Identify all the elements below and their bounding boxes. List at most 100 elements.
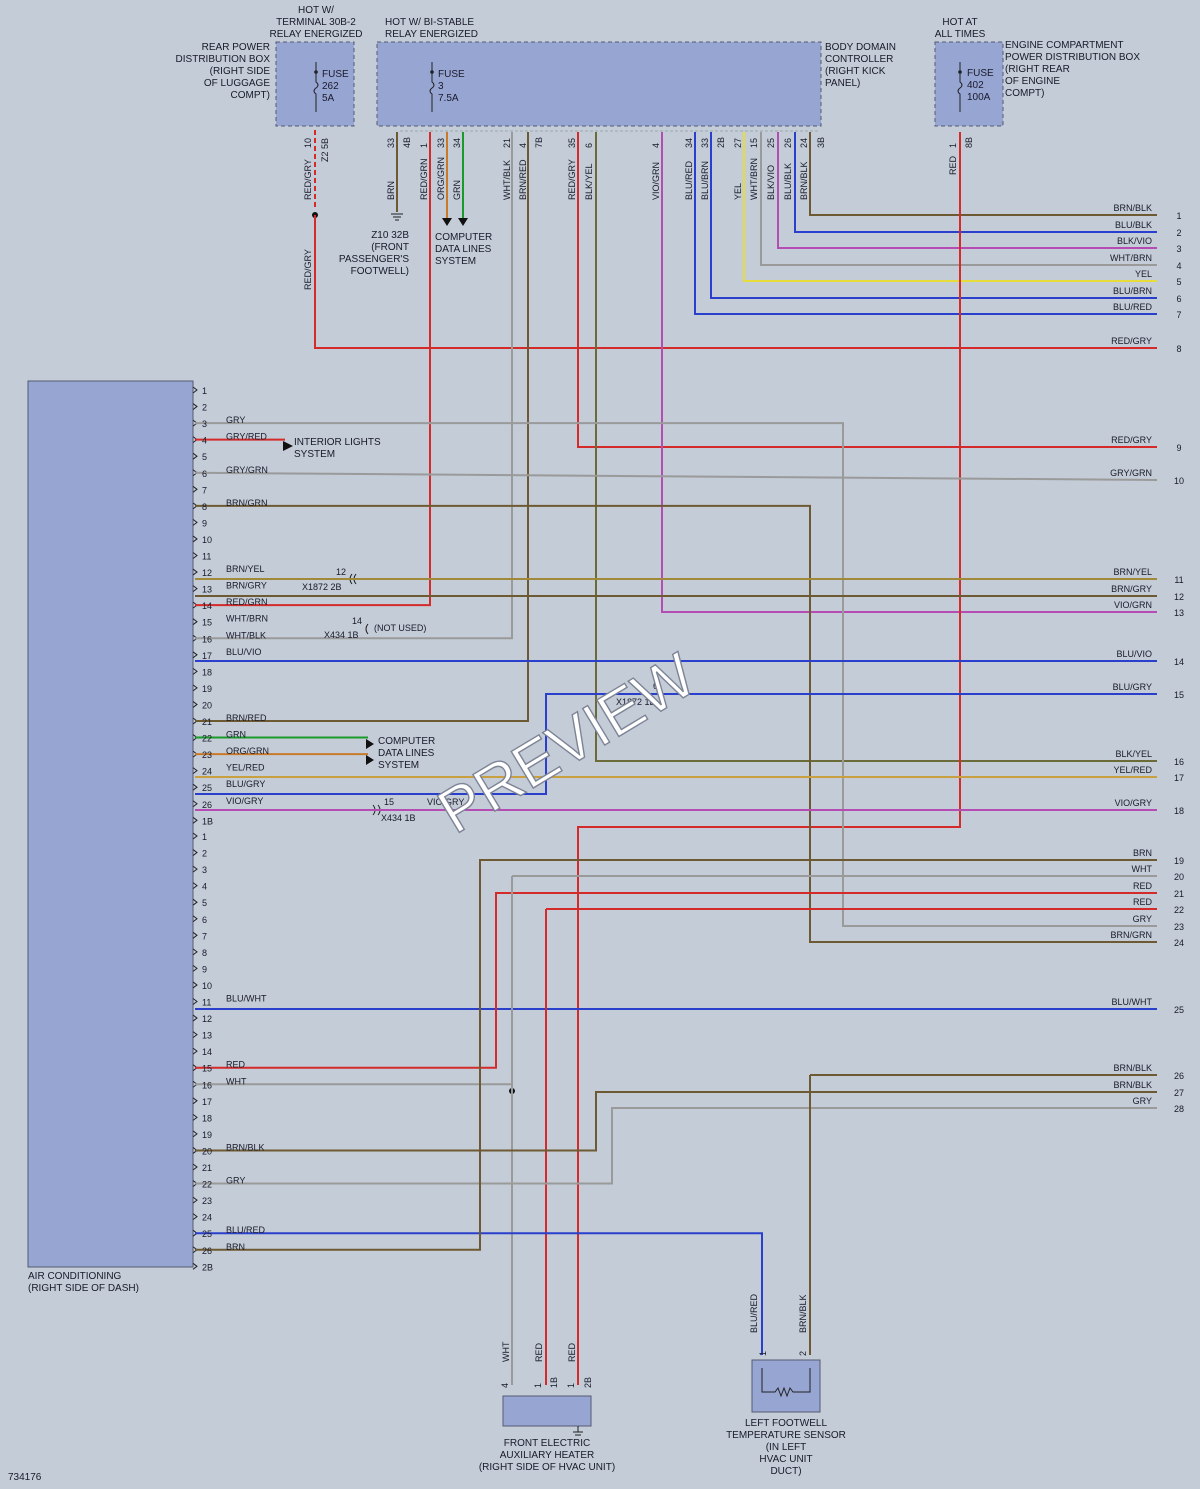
ac-pin-b: 4 (202, 882, 207, 892)
engine-box-name-line: COMPT) (1005, 88, 1044, 99)
heater-pin: 1 (566, 1383, 576, 1388)
rear-hot-label-line: TERMINAL 30B-2 (276, 17, 356, 28)
ac-pin-b: 18 (202, 1113, 212, 1123)
engine-box-name-line: POWER DISTRIBUTION BOX (1005, 52, 1140, 63)
bdc-pin-number: 4 (651, 143, 661, 148)
ac-pin-b: 14 (202, 1047, 212, 1057)
right-wire-number: 4 (1176, 261, 1181, 271)
interior-lights-label-line: SYSTEM (294, 449, 335, 460)
ac-pin-a: 1B (202, 816, 213, 826)
sensor-wire: BRN/BLK (798, 1294, 808, 1333)
ac-pin-tick (192, 618, 198, 626)
ac-wire-a: BRN/GRN (226, 498, 268, 508)
computer-data-label-line: COMPUTER (435, 232, 492, 243)
x1872b-name: X1872 1B (616, 697, 656, 707)
ac-pin-tick (192, 767, 198, 775)
wire-brngrn-24 (195, 504, 1157, 943)
ac-pin-tick (192, 1262, 198, 1270)
wire-bdc-right-1 (809, 132, 1157, 216)
heater-ground (573, 1426, 583, 1436)
heater-pin: 2B (583, 1377, 593, 1388)
right-wire-label: BLU/BLK (1115, 220, 1152, 230)
wire-bdc-right-3 (777, 132, 1157, 249)
heater-name-line: AUXILIARY HEATER (500, 1450, 594, 1461)
rear-pin-connector: Z2 5B (320, 138, 330, 162)
ac-pin-tick (192, 1163, 198, 1171)
ac-wire-b: BRN (226, 1242, 245, 1252)
bdc-pin-number: 3B (816, 137, 826, 148)
sensor-name-line: LEFT FOOTWELL (745, 1418, 827, 1429)
ac-wire-a: WHT/BLK (226, 630, 266, 640)
ac-pin-a: 17 (202, 651, 212, 661)
x434b-wire: VIO/GRY (427, 797, 464, 807)
ac-wire-a: GRY/RED (226, 432, 267, 442)
arrow-data-2 (458, 218, 468, 226)
ac-module-name-line: (RIGHT SIDE OF DASH) (28, 1283, 139, 1294)
right-wire-number: 26 (1174, 1071, 1184, 1081)
bdc-name-line: BODY DOMAIN (825, 42, 896, 53)
footwell-temperature-sensor (751, 1359, 821, 1413)
wire-redgrn-14 (195, 132, 431, 607)
bdc-pin-number: 21 (502, 138, 512, 148)
right-wire-label: GRY (1133, 1096, 1152, 1106)
bdc-name-line: (RIGHT KICK (825, 66, 886, 77)
bdc-fuse-symbol (429, 62, 435, 112)
ac-wire-b: BRN/BLK (226, 1142, 265, 1152)
right-wire-label: BLK/YEL (1115, 749, 1152, 759)
arrow-interior-lights (283, 441, 293, 451)
ac-pin-a: 19 (202, 684, 212, 694)
ac-pin-b: 6 (202, 915, 207, 925)
rear-wire-color: RED/GRY (303, 159, 313, 200)
bdc-wire-color: BRN (386, 181, 396, 200)
x1872b-pin: 6 (653, 681, 658, 691)
sensor-name-line: TEMPERATURE SENSOR (726, 1430, 846, 1441)
rear-fuse-node (314, 70, 318, 74)
wire-brnblk-27 (195, 1091, 1157, 1152)
ac-wire-b: BLU/WHT (226, 994, 267, 1004)
ac-wire-b: WHT (226, 1076, 247, 1086)
ac-pin-b: 1 (202, 832, 207, 842)
sensor-name-line: HVAC UNIT (759, 1454, 812, 1465)
bdc-wire-color: BRN/RED (518, 159, 528, 200)
right-wire-label: RED (1133, 881, 1153, 891)
right-wire-label: BRN/GRY (1111, 584, 1152, 594)
bdc-pin-number: 25 (766, 138, 776, 148)
ac-pin-a: 8 (202, 502, 207, 512)
x434b-name: X434 1B (381, 813, 416, 823)
bdc-name-line: CONTROLLER (825, 54, 893, 65)
body-domain-controller (376, 41, 822, 127)
ac-pin-b: 13 (202, 1031, 212, 1041)
right-wire-label: RED (1133, 897, 1153, 907)
ac-pin-b: 26 (202, 1246, 212, 1256)
right-wire-label: RED/GRY (1111, 336, 1152, 346)
x434-name: X434 1B (324, 630, 359, 640)
right-wire-number: 11 (1174, 575, 1183, 585)
interior-lights-label-line: INTERIOR LIGHTS (294, 437, 381, 448)
bdc-pin-number: 6 (584, 143, 594, 148)
ac-pin-tick (192, 701, 198, 708)
bdc-name-line: PANEL) (825, 78, 860, 89)
right-wire-label: GRY (1133, 914, 1152, 924)
right-wire-number: 17 (1174, 773, 1184, 783)
wire-gry-28 (195, 1107, 1157, 1185)
engine-wire-color: RED (948, 155, 958, 175)
engine-pin-connector: 8B (964, 137, 974, 148)
ac-pin-b: 12 (202, 1014, 212, 1024)
right-wire-number: 3 (1176, 244, 1181, 254)
ac-pin-b: 21 (202, 1163, 212, 1173)
wire-gry-3 (195, 422, 1157, 927)
bdc-pin-connector: 7B (534, 137, 544, 148)
wire-bdc-right-4 (760, 132, 1157, 266)
right-wire-label: BRN/BLK (1113, 1080, 1152, 1090)
engine-fuse-label-line: FUSE (967, 68, 994, 79)
engine-box-name-line: OF ENGINE (1005, 76, 1060, 87)
ac-pin-tick (192, 1213, 198, 1221)
right-wire-number: 7 (1176, 310, 1181, 320)
ac-wire-a: YEL/RED (226, 763, 265, 773)
ac-pin-tick (192, 1196, 198, 1204)
ac-module-name-line: AIR CONDITIONING (28, 1271, 122, 1282)
ac-pin-tick (192, 568, 198, 576)
bdc-wire-color: GRN (452, 180, 462, 200)
right-wire-label: BLU/RED (1113, 302, 1153, 312)
ac-pin-a: 4 (202, 436, 207, 446)
